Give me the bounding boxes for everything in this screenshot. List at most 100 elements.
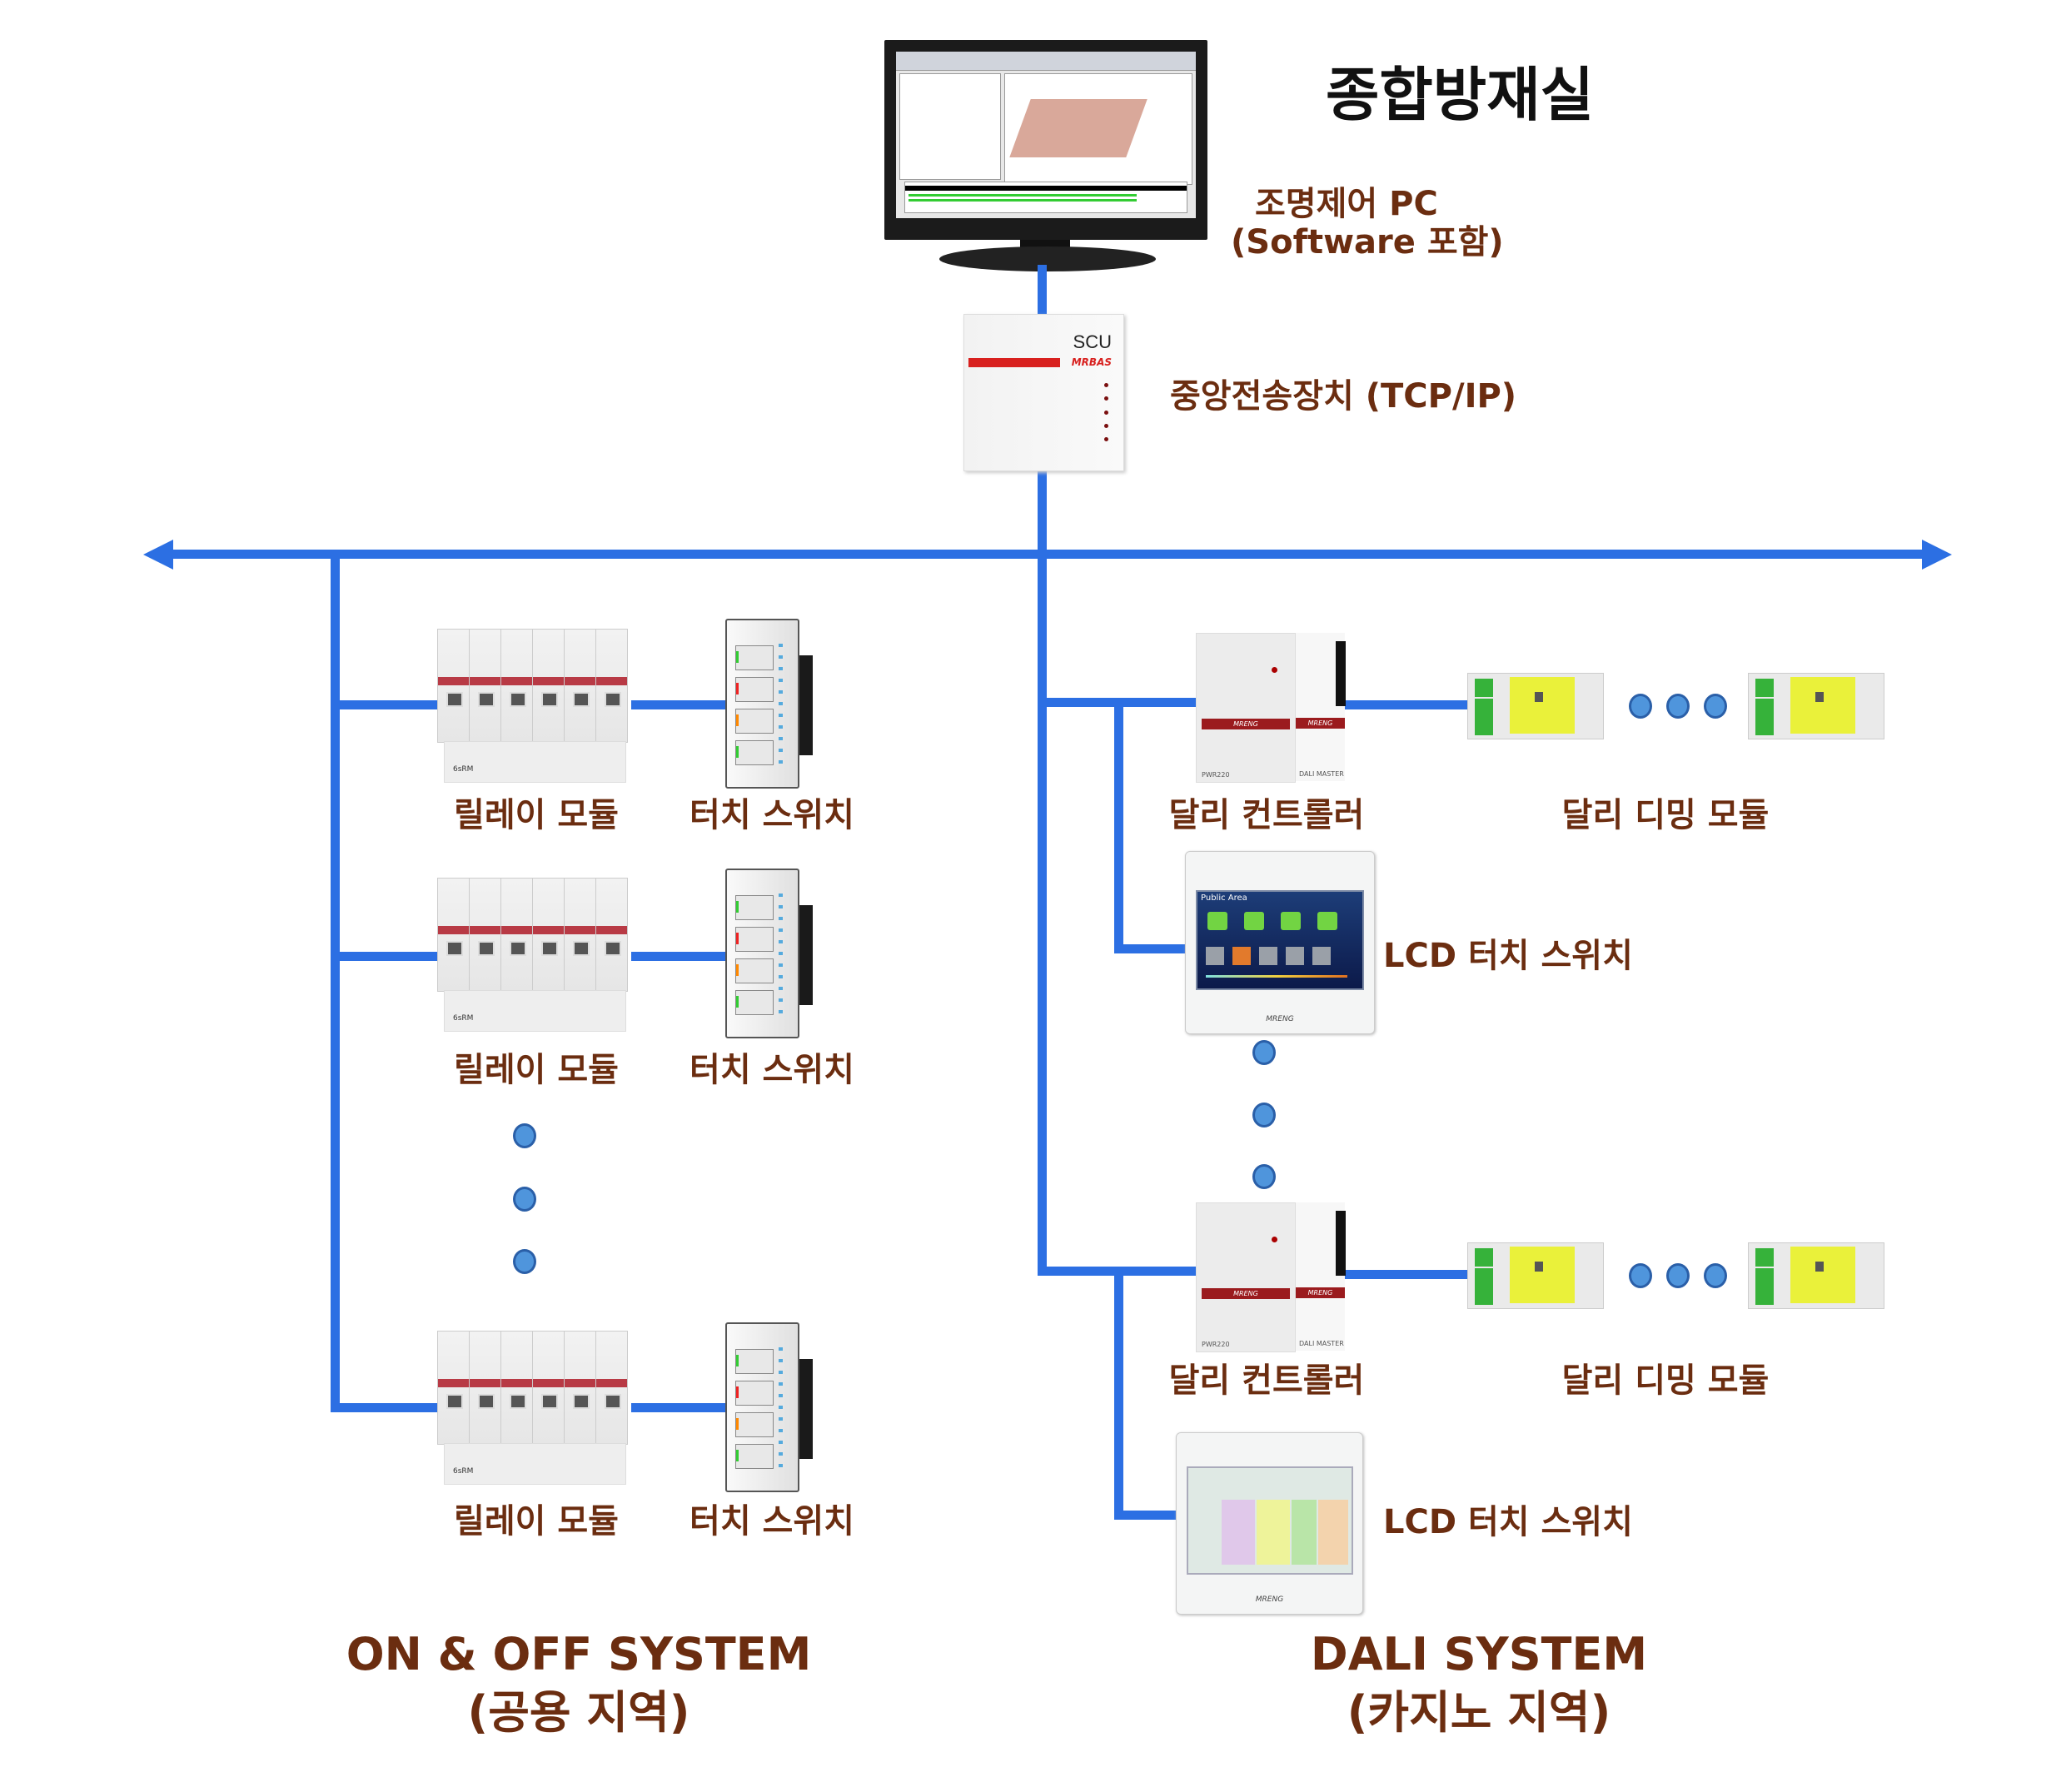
software-screenshot — [896, 52, 1196, 218]
relay-brand-band — [501, 677, 532, 685]
zone-button — [1232, 947, 1251, 965]
dali-controller-label: 달리 컨트롤러 — [1168, 1361, 1365, 1400]
scene-button — [1207, 912, 1227, 930]
module-chip — [1535, 692, 1543, 702]
relay-toggle — [478, 692, 495, 707]
relay-model: 6sRM — [453, 1467, 474, 1476]
power-led — [1272, 667, 1277, 673]
relay-brand-band — [565, 926, 595, 934]
switch-face — [725, 1322, 799, 1492]
relay-unit — [532, 1331, 565, 1445]
switch-led — [779, 737, 783, 740]
brand-band: MRENG — [1202, 1288, 1290, 1299]
dali-controller-label: 달리 컨트롤러 — [1168, 796, 1365, 834]
main-bus-line — [171, 550, 1924, 559]
relay-module-label: 릴레이 모듈 — [454, 1051, 619, 1089]
relay-model: 6sRM — [453, 765, 474, 774]
monitor-base — [939, 246, 1156, 271]
branch-line — [631, 700, 727, 709]
touch-switch — [725, 612, 814, 792]
relay-unit — [532, 629, 565, 743]
relay-toggle — [541, 1394, 558, 1409]
dali-dimming-label: 달리 디밍 모듈 — [1561, 796, 1770, 834]
relay-unit — [469, 629, 501, 743]
branch-line — [1114, 698, 1123, 953]
terminal-slot — [1336, 1211, 1346, 1276]
terminal-green — [1475, 1287, 1493, 1305]
module-label-yellow — [1510, 1247, 1575, 1303]
relay-unit — [437, 1331, 470, 1445]
scene-button — [1317, 912, 1337, 930]
relay-base: 6sRM — [444, 1443, 626, 1485]
continuation-dot — [1704, 694, 1727, 719]
continuation-dot — [513, 1249, 536, 1274]
dimming-slider — [1206, 975, 1347, 978]
branch-line — [1114, 1267, 1123, 1520]
dali-dimming-label: 달리 디밍 모듈 — [1561, 1361, 1770, 1400]
branch-line — [631, 952, 727, 961]
relay-module-label: 릴레이 모듈 — [454, 1502, 619, 1541]
model-text: DALI MASTER — [1299, 1340, 1344, 1347]
terminal-green — [1475, 679, 1493, 697]
dali-dimming-module — [1748, 1242, 1884, 1309]
switch-led — [779, 905, 783, 908]
relay-brand-band — [501, 1379, 532, 1387]
terminal-slot — [1336, 641, 1346, 706]
switch-led — [779, 963, 783, 967]
terminal-green — [1755, 699, 1774, 717]
scu-red-band — [968, 358, 1060, 367]
branch-line — [631, 1403, 727, 1412]
switch-backbox — [798, 905, 813, 1005]
switch-led — [779, 1347, 783, 1351]
status-led — [1104, 424, 1108, 428]
floor-zone — [1318, 1500, 1348, 1565]
relay-unit — [595, 878, 628, 992]
relay-unit — [437, 878, 470, 992]
branch-line — [1343, 700, 1470, 709]
terminal-green — [1755, 1268, 1774, 1287]
module-label-yellow — [1790, 677, 1855, 734]
log-row-selected — [905, 186, 1187, 191]
relay-module: 6sRM — [437, 1331, 633, 1485]
power-led — [1272, 1237, 1277, 1242]
module-label-yellow — [1790, 1247, 1855, 1303]
relay-brand-band — [470, 1379, 500, 1387]
button-led — [736, 996, 739, 1008]
switch-led — [779, 894, 783, 897]
scu-brand: MRBAS — [1071, 356, 1112, 368]
relay-unit — [564, 878, 596, 992]
onoff-system-subtitle: (공용 지역) — [467, 1686, 690, 1739]
switch-button — [735, 927, 774, 952]
zone-button — [1259, 947, 1277, 965]
dali-dimming-module — [1467, 673, 1604, 739]
switch-face — [725, 619, 799, 789]
lcd-screen: Public Area — [1196, 890, 1364, 990]
scene-button — [1244, 912, 1264, 930]
relay-toggle — [605, 1394, 621, 1409]
continuation-dot — [1666, 1263, 1690, 1288]
touch-switch — [725, 1316, 814, 1496]
switch-button — [735, 895, 774, 920]
floor-zone — [1292, 1500, 1317, 1565]
switch-led — [779, 1382, 783, 1386]
relay-brand-band — [565, 1379, 595, 1387]
switch-button — [735, 677, 774, 702]
switch-led — [779, 1394, 783, 1397]
branch-line — [1114, 1511, 1177, 1520]
touch-switch-label: 터치 스위치 — [689, 1051, 854, 1089]
scu-label: 중앙전송장치 (TCP/IP) — [1170, 377, 1517, 416]
button-led — [736, 1450, 739, 1461]
relay-unit — [595, 629, 628, 743]
relay-toggle — [541, 941, 558, 956]
continuation-dot — [1666, 694, 1690, 719]
dali-system-subtitle: (카지노 지역) — [1347, 1686, 1611, 1739]
touch-switch — [725, 862, 814, 1042]
brand-band: MRENG — [1296, 1287, 1345, 1298]
switch-face — [725, 869, 799, 1038]
control-pc-monitor — [884, 40, 1207, 240]
relay-module-label: 릴레이 모듈 — [454, 796, 619, 834]
